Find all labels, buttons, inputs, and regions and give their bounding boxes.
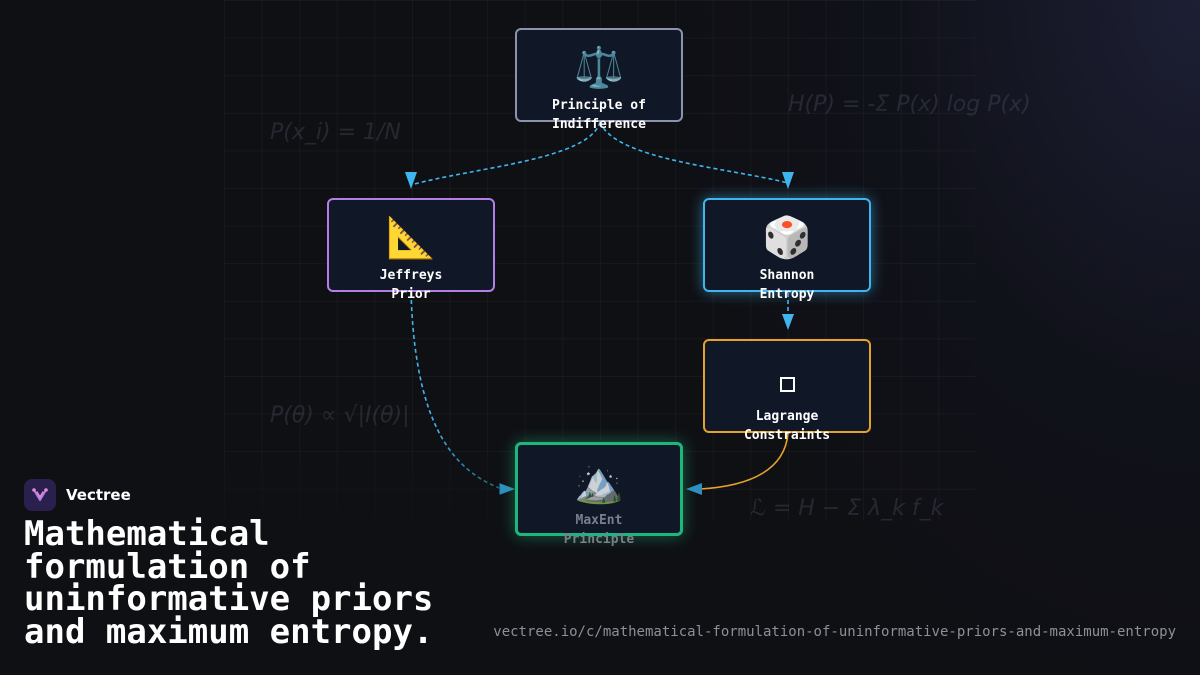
edge-indifference-to-jeffreys (410, 121, 601, 186)
node-label: Jeffreys Prior (379, 268, 443, 302)
formula-uniform: P(x_i) = 1/N (270, 120, 401, 145)
dice-icon: 🎲 (762, 215, 812, 261)
formula-shannon: H(P) = -Σ P(x) log P(x) (788, 92, 1031, 117)
background-glow (680, 0, 1200, 675)
arrowhead-lagrange (782, 314, 794, 330)
edge-indifference-to-shannon (599, 121, 789, 184)
brand-name: Vectree (66, 486, 131, 504)
triangular-ruler-icon: 📐 (386, 215, 436, 261)
arrowhead-jeffreys (405, 172, 417, 189)
vectree-logo-icon (24, 479, 56, 511)
node-jeffreys-prior[interactable]: 📐 Jeffreys Prior (327, 198, 495, 302)
node-label: Lagrange Constraints (743, 409, 831, 443)
node-label: Principle of Indifference (552, 98, 646, 132)
page-title: Mathematical formulation of uninformativ… (24, 514, 434, 652)
edge-lagrange-to-maxent (699, 432, 789, 490)
node-lagrange-constraints[interactable]: Lagrange Constraints (703, 339, 871, 443)
arrowhead-shannon (782, 172, 794, 189)
balance-scale-icon: ⚖️ (574, 45, 624, 91)
node-principle-of-indifference[interactable]: ⚖️ Principle of Indifference (515, 28, 683, 132)
node-label: MaxEnt Principle (563, 513, 635, 547)
formula-jeffreys: P(θ) ∝ √|I(θ)| (270, 403, 410, 428)
mountain-icon: 🏔️ (574, 460, 624, 506)
brand[interactable]: Vectree (24, 479, 131, 511)
node-maxent-principle[interactable]: 🏔️ MaxEnt Principle (515, 442, 683, 547)
node-shannon-entropy[interactable]: 🎲 Shannon Entropy (703, 198, 871, 302)
title-backdrop (0, 430, 500, 675)
page-url[interactable]: vectree.io/c/mathematical-formulation-of… (493, 624, 1176, 640)
formula-lagrangian: ℒ = H − Σ λ_k f_k (750, 496, 944, 521)
node-label: Shannon Entropy (759, 268, 815, 302)
arrowhead-maxent-right (686, 483, 702, 495)
square-icon (779, 357, 795, 401)
arrowhead-maxent-left (499, 483, 515, 495)
